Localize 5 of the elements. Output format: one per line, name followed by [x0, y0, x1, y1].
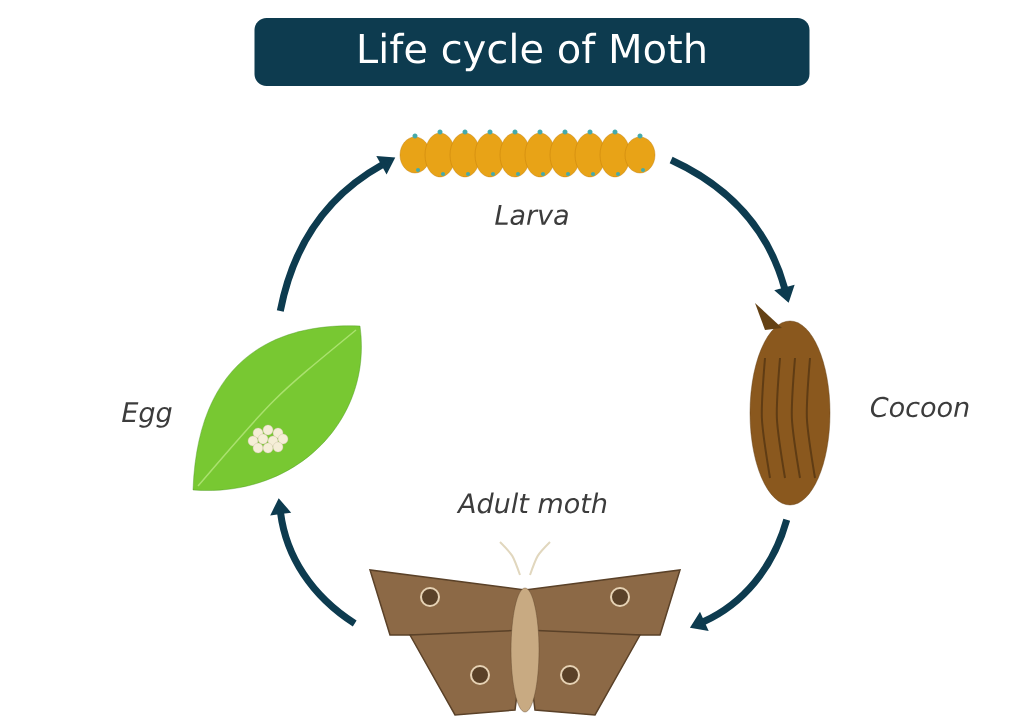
stage-label: Adult moth	[456, 492, 607, 514]
title-banner: Life cycle of Moth	[254, 18, 810, 86]
stage-label: Cocoon	[870, 396, 969, 418]
stage-label: Larva	[495, 204, 568, 225]
stage-label: Egg	[122, 402, 172, 428]
